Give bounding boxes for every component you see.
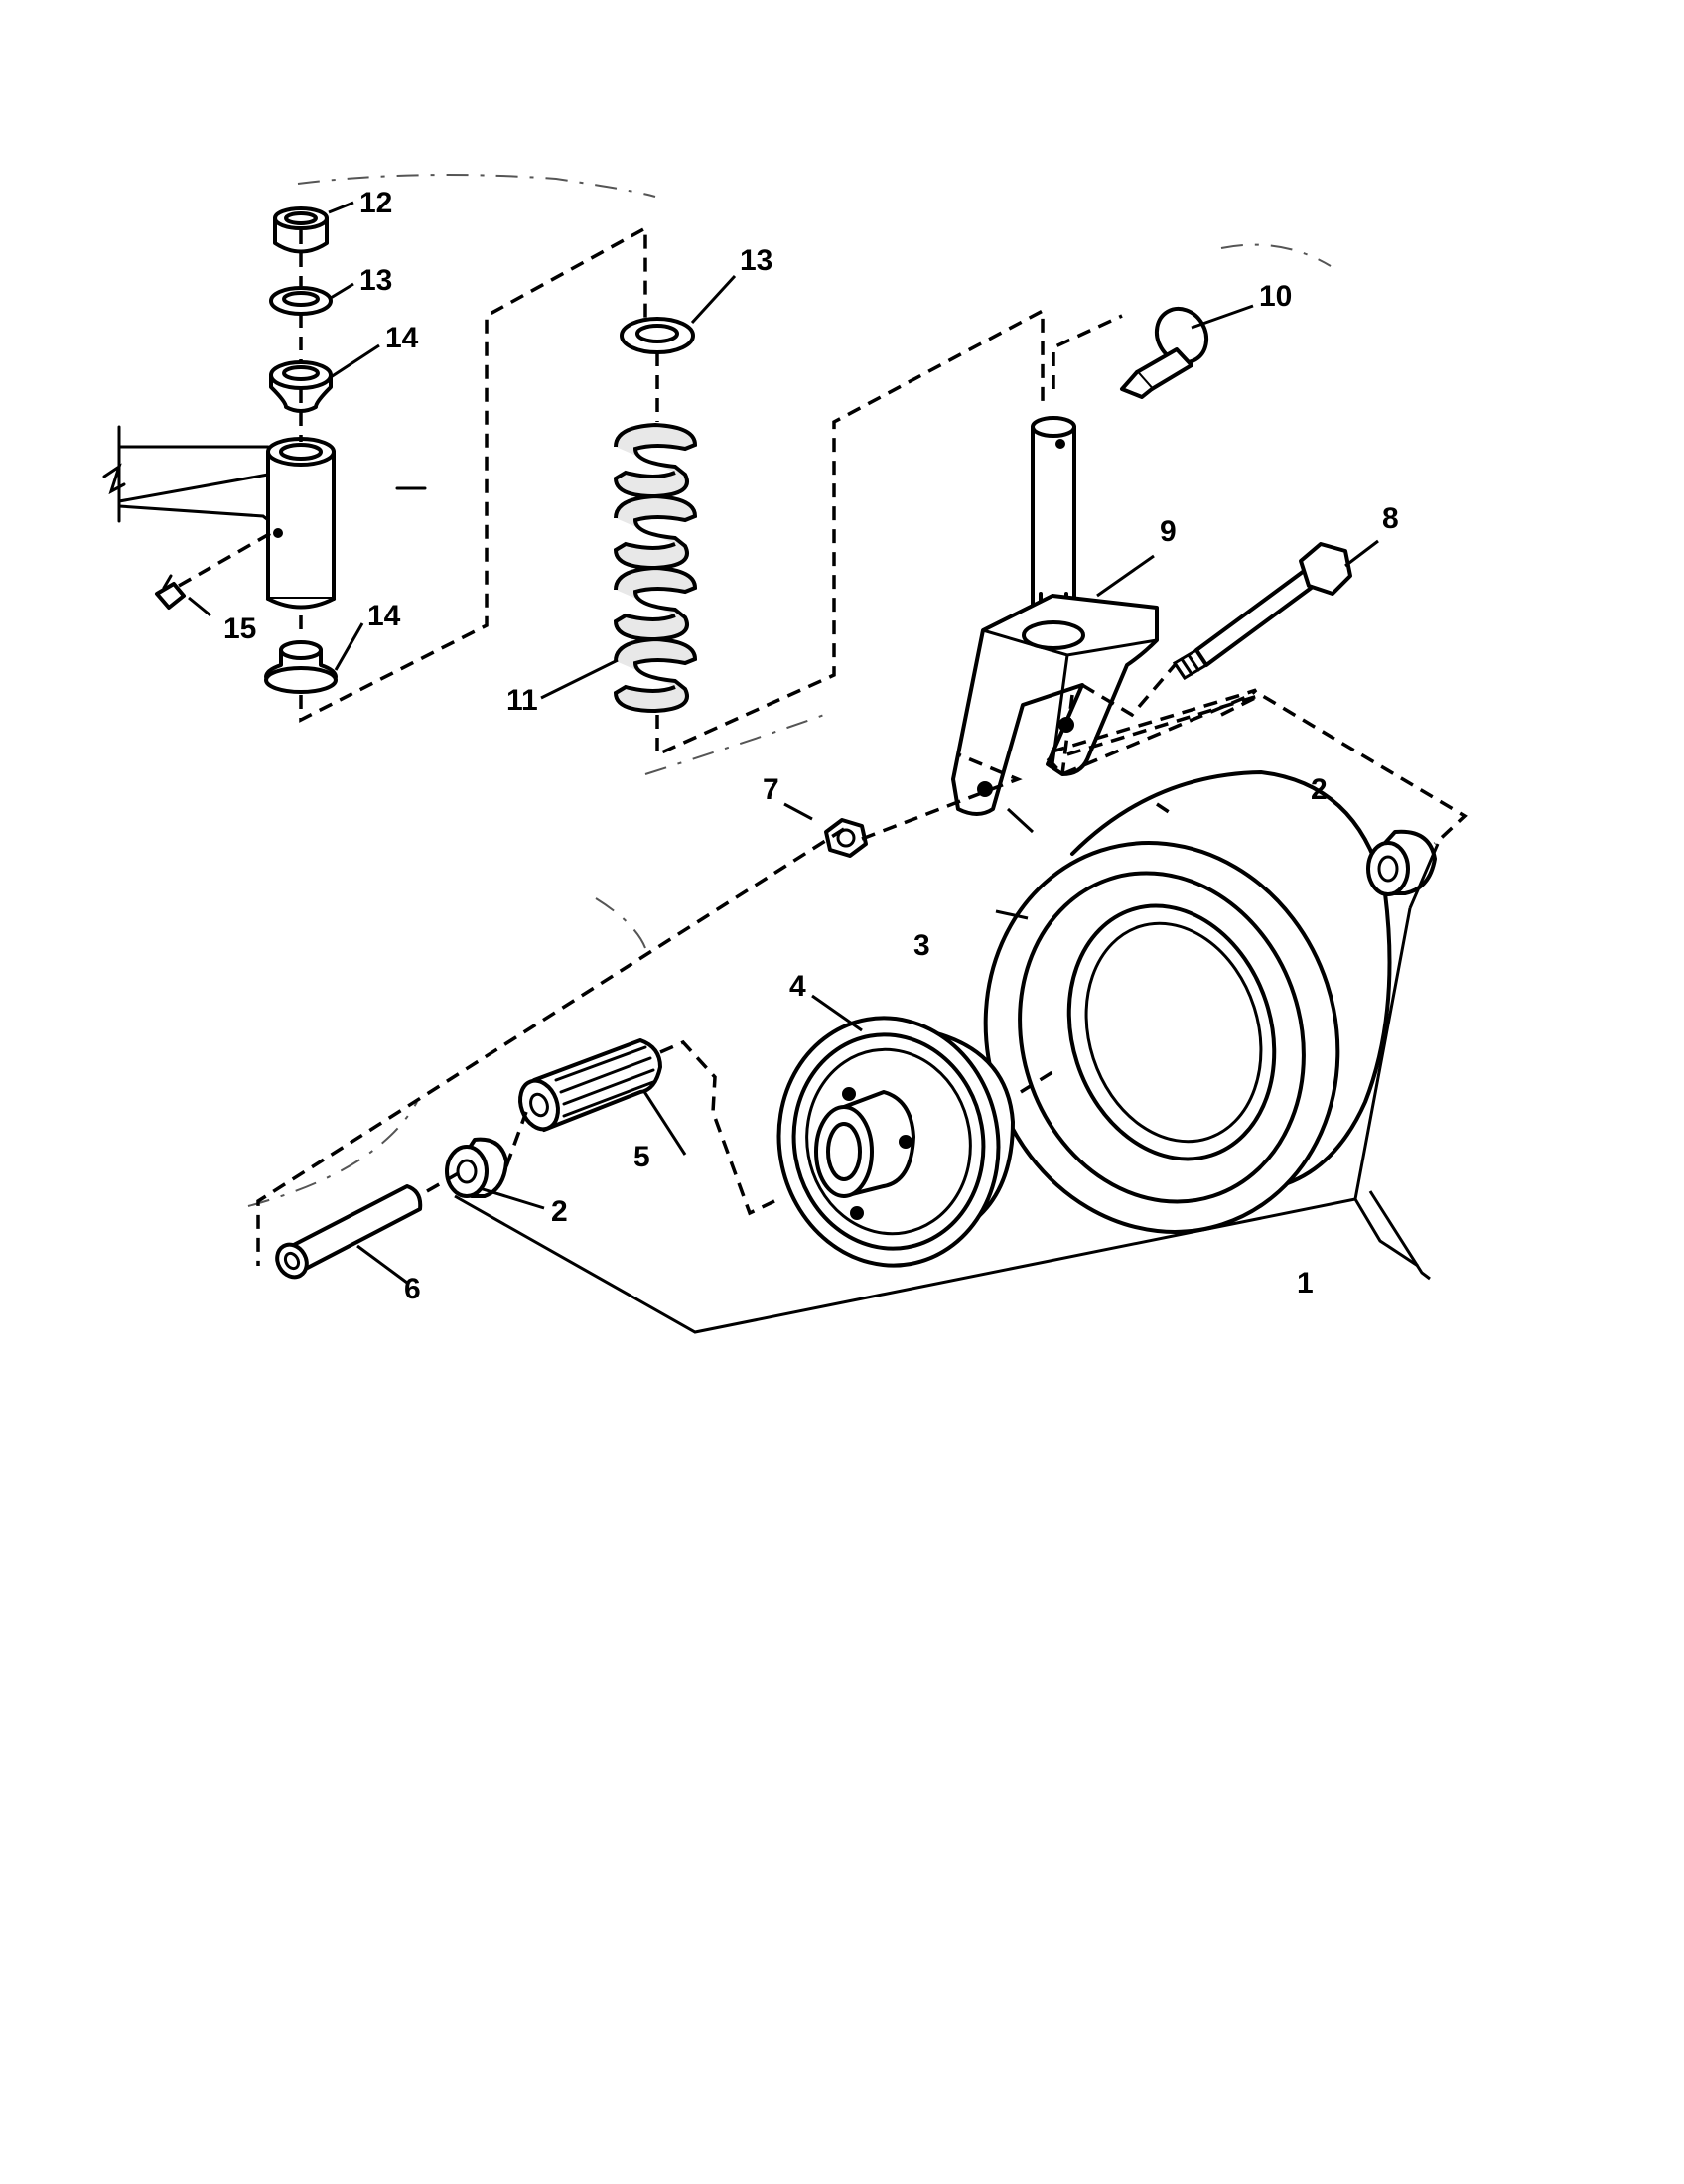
phantom-lines xyxy=(247,174,1332,1207)
bushing-14-top xyxy=(269,360,333,413)
callout-4: 4 xyxy=(789,970,806,1003)
tire-3 xyxy=(983,770,1392,1234)
spindle-housing xyxy=(266,437,336,610)
bearing-12 xyxy=(273,206,329,254)
hitch-pin-10 xyxy=(1120,306,1209,399)
callout-10: 10 xyxy=(1259,280,1292,313)
leader-lines xyxy=(188,201,1440,1334)
callout-6: 6 xyxy=(404,1273,421,1305)
callout-2-right: 2 xyxy=(1311,773,1328,806)
callout-7: 7 xyxy=(763,773,779,806)
callout-3: 3 xyxy=(913,929,930,962)
caster-fork-9 xyxy=(951,416,1159,816)
callout-labels: 12 13 14 14 15 11 13 10 9 8 7 2 3 4 5 2 … xyxy=(223,187,1399,1305)
callout-8: 8 xyxy=(1382,502,1399,535)
callout-2-left: 2 xyxy=(551,1195,568,1228)
frame-tube xyxy=(102,425,427,528)
callout-13-left: 13 xyxy=(359,264,392,297)
callout-1: 1 xyxy=(1297,1267,1314,1299)
callout-14-bottom: 14 xyxy=(367,600,401,632)
callout-15: 15 xyxy=(223,613,256,645)
roller-bearing-5 xyxy=(518,1038,662,1132)
callout-12: 12 xyxy=(359,187,392,219)
grease-fitting-15 xyxy=(155,574,186,610)
callout-13-right: 13 xyxy=(740,244,772,277)
callout-14-top: 14 xyxy=(385,322,419,354)
spacer-2-right xyxy=(1366,829,1437,896)
spring-11 xyxy=(613,422,698,714)
axle-tube-6 xyxy=(275,1184,423,1280)
bushing-14-bottom xyxy=(264,640,338,694)
spacer-2-left xyxy=(445,1137,508,1198)
rim-4 xyxy=(776,1016,1015,1268)
nut-7 xyxy=(824,818,868,858)
assembly-lines xyxy=(178,225,1468,1266)
washer-13-right xyxy=(620,317,695,354)
callout-9: 9 xyxy=(1160,515,1177,548)
bolt-8 xyxy=(1172,542,1352,681)
washer-13-left xyxy=(269,286,333,316)
callout-5: 5 xyxy=(633,1141,650,1173)
callout-11: 11 xyxy=(506,684,538,717)
